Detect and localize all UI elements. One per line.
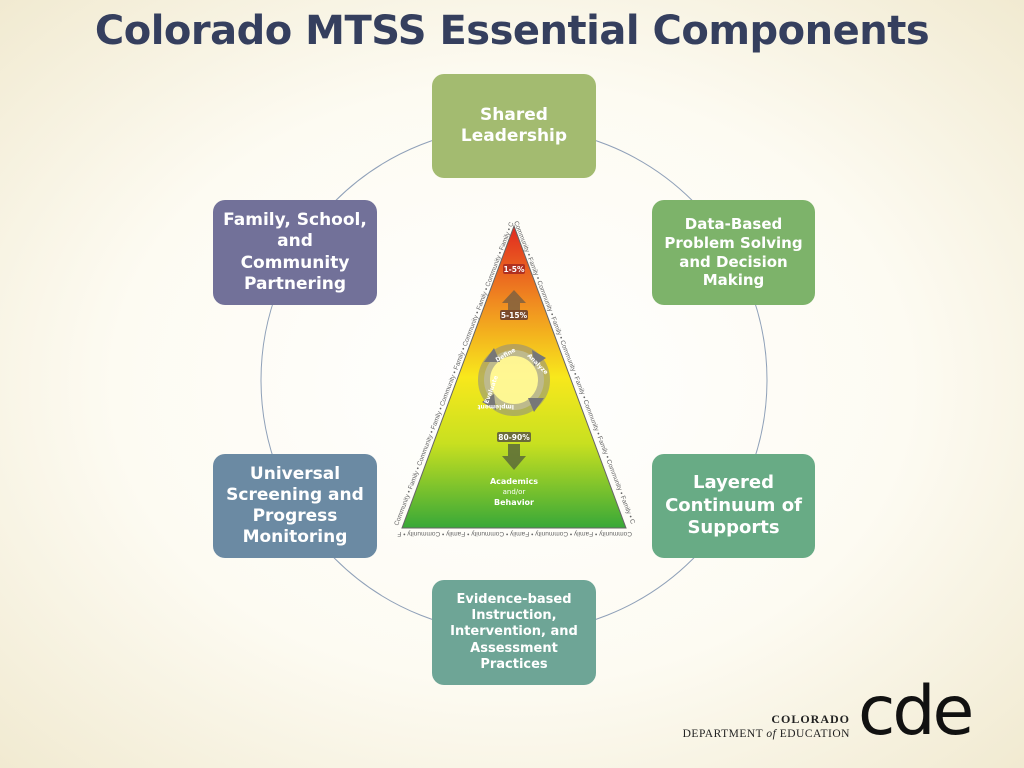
down-arrow-icon: [502, 444, 526, 470]
problem-solving-cycle: Define Analyze Implement Evaluate: [478, 344, 550, 416]
logo-dept-suffix: EDUCATION: [779, 728, 850, 740]
cycle-arrow-icon: [532, 350, 546, 366]
component-family-school-community: Family, School, and Community Partnering: [213, 200, 377, 305]
cde-logo: cde: [858, 672, 974, 751]
cycle-arrow-icon: [482, 394, 496, 410]
logo-department-name: DEPARTMENT of EDUCATION: [660, 728, 850, 740]
tier-mid-label: 5-15%: [501, 311, 528, 320]
cycle-implement-label: Implement: [478, 403, 514, 410]
base-label-2: and/or: [503, 488, 526, 496]
cycle-arrow-icon: [528, 398, 544, 412]
tier-base-label: 80-90%: [498, 433, 530, 442]
logo-state-name: COLORADO: [771, 712, 850, 726]
logo-dept-prefix: DEPARTMENT: [682, 728, 763, 740]
logo-dept-of: of: [766, 728, 777, 740]
cycle-arrow-icon: [484, 348, 500, 362]
component-universal-screening: Universal Screening and Progress Monitor…: [213, 454, 377, 558]
tier-top-label: 1-5%: [503, 265, 525, 274]
base-label-1: Academics: [490, 477, 538, 486]
component-shared-leadership: Shared Leadership: [432, 74, 596, 178]
tier-mid-band: [500, 310, 528, 320]
component-data-based-problem-solving: Data-Based Problem Solving and Decision …: [652, 200, 815, 305]
tier-top-band: [503, 264, 525, 274]
page-title: Colorado MTSS Essential Components: [94, 8, 930, 54]
component-layered-continuum: Layered Continuum of Supports: [652, 454, 815, 558]
tier-base-band: [497, 432, 531, 442]
component-evidence-based-practices: Evidence-based Instruction, Intervention…: [432, 580, 596, 685]
base-label-3: Behavior: [494, 498, 534, 507]
